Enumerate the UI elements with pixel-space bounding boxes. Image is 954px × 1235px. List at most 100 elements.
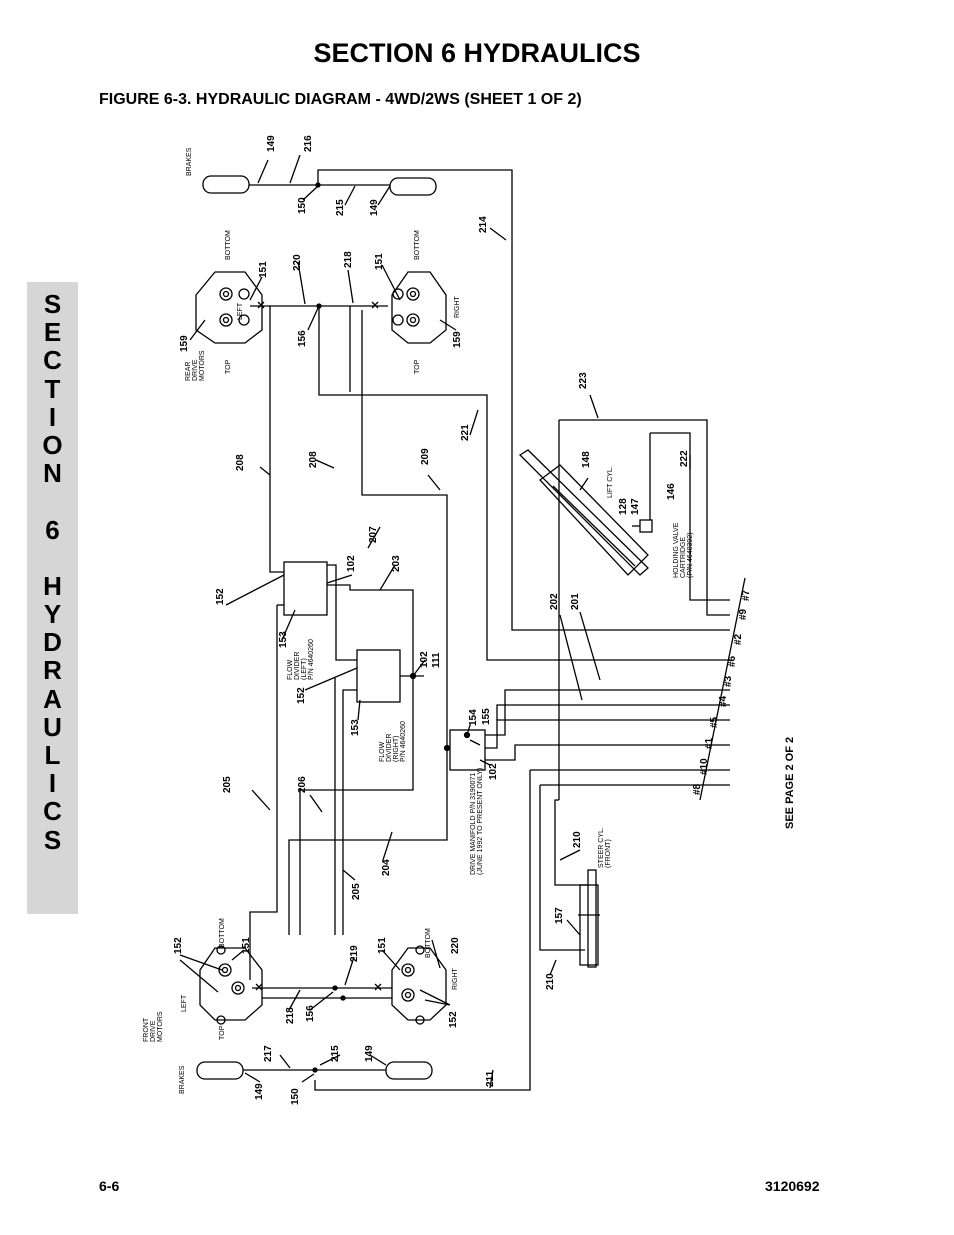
port-labels: #7 #9 #2 #6 #3 #4 #5 #1 #10 #8 [692,589,752,795]
callout: 217 [263,1045,274,1062]
callout: 153 [350,719,361,736]
callout: 215 [330,1045,341,1062]
callout: 159 [179,335,190,352]
callout: 220 [292,254,303,271]
front-motors-label: FRONT [143,1017,150,1042]
callout: 208 [308,451,319,468]
left-label: LEFT [181,994,188,1012]
callout: 155 [481,708,492,725]
flow-divider-left-label: FLOW [287,659,294,680]
drive-manifold [449,729,486,771]
callout: 151 [374,253,385,270]
flow-divider-left-label: (LEFT) [301,658,308,680]
side-tab-letter: I [48,401,57,432]
bottom-label: BOTTOM [219,918,226,948]
callout: 152 [173,937,184,954]
lift-cylinder-label: LIFT CYL. [607,466,614,498]
callout: 215 [335,199,346,216]
callout: 210 [545,973,556,990]
callout: 220 [450,937,461,954]
line-214 [249,169,730,631]
flow-divider-left-label: DIVIDER [294,652,301,680]
flow-divider-right-label: FLOW [379,741,386,762]
callout: 207 [368,526,379,543]
top-label: TOP [225,359,232,374]
rear-right-brake [389,177,437,196]
callout: 218 [285,1007,296,1024]
callout: 204 [381,859,392,876]
callout: 111 [431,652,442,668]
holding-valve-label: CARTRIDGE [680,537,687,578]
callout: 149 [369,199,380,216]
callout: 152 [296,687,307,704]
brakes-label: BRAKES [186,147,193,176]
callout: 149 [254,1083,265,1100]
drive-manifold-label: (JUNE 1992 TO PRESENT ONLY) [477,768,484,875]
callout: 221 [460,424,471,441]
callout: 203 [391,555,402,572]
callout: 152 [448,1011,459,1028]
drive-manifold-label: DRIVE MANIFOLD P/N 3190071 [470,773,477,875]
callout: 156 [297,330,308,347]
callout: 202 [549,593,560,610]
callout: 128 [618,498,629,515]
callout: 159 [452,331,463,348]
port-label: #9 [738,608,749,620]
holding-valve-label: HOLDING VALVE [673,522,680,578]
callout: 218 [343,251,354,268]
callout: 102 [419,651,430,668]
callout: 208 [235,454,246,471]
callout: 150 [297,197,308,214]
callout: 153 [278,631,289,648]
bottom-label: BOTTOM [414,230,421,260]
flow-divider-right [356,649,401,703]
callout: 102 [346,555,357,572]
top-label: TOP [219,1025,226,1040]
callout: 209 [420,448,431,465]
flow-divider-right-label: DIVIDER [386,734,393,762]
callout: 223 [578,372,589,389]
side-tab-letter: T [44,373,61,404]
right-label: RIGHT [454,296,461,319]
left-label: LEFT [237,302,244,320]
steer-cylinder-label: (FRONT) [605,839,612,868]
holding-valve-label: (P/N 4640392) [687,532,694,578]
side-tab-letter: N [43,458,62,489]
callout: 151 [241,937,252,954]
holding-valve [639,519,653,533]
callout: 152 [215,588,226,605]
callout: 150 [290,1088,301,1105]
steer-cylinder [578,869,600,968]
rear-motors-label: MOTORS [199,350,206,381]
side-tab-letter: R [43,655,62,686]
side-tab-letter: C [43,345,62,376]
side-tab-letter: S [43,824,62,855]
callout-numbers: 149 216 150 215 149 214 151 220 218 151 … [173,135,690,1105]
port-label: #1 [704,737,715,749]
callout: 156 [305,1005,316,1022]
callout: 148 [581,451,592,468]
brakes-label: BRAKES [179,1065,186,1094]
callout: 201 [570,593,581,610]
see-page-note: SEE PAGE 2 OF 2 [784,737,796,829]
side-tab-letter: U [43,711,62,742]
callout: 146 [666,483,677,500]
rear-right-motor [391,271,447,344]
document-number: 3120692 [765,1178,820,1194]
side-tab-letter: O [42,429,63,460]
flow-divider-right-label: P/N 4640260 [400,721,407,762]
callout: 151 [377,937,388,954]
front-motors-label: MOTORS [157,1011,164,1042]
port-label: #7 [741,589,752,601]
steer-cylinder-label: STEER CYL. [598,827,605,868]
port-label: #8 [692,783,703,795]
side-tab-letter: D [43,627,62,658]
port-label: #4 [718,695,729,707]
callout: 154 [468,709,479,726]
callout: 157 [554,907,565,924]
flow-divider-left [283,561,328,616]
front-right-brake [385,1061,433,1080]
